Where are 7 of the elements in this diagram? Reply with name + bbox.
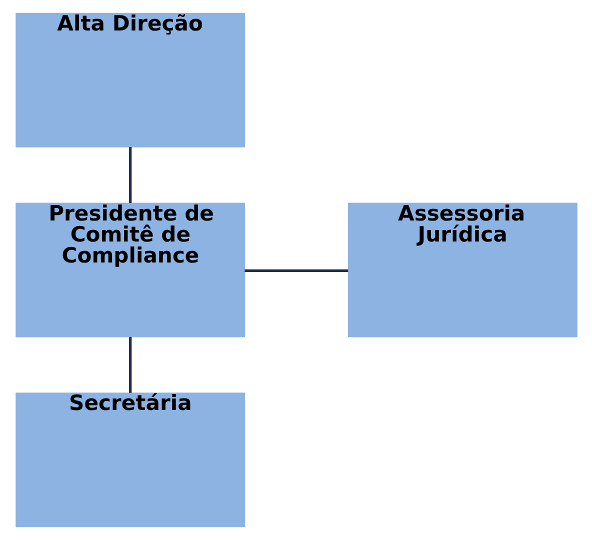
connector	[244, 269, 348, 272]
node-box: Secretária	[15, 392, 245, 528]
node-box: Assessoria Jurídica	[347, 202, 577, 338]
connector	[128, 336, 132, 393]
node-box: Alta Direção	[15, 12, 245, 148]
connector	[128, 147, 132, 203]
node-box: Presidente de Comitê de Compliance	[15, 202, 245, 338]
